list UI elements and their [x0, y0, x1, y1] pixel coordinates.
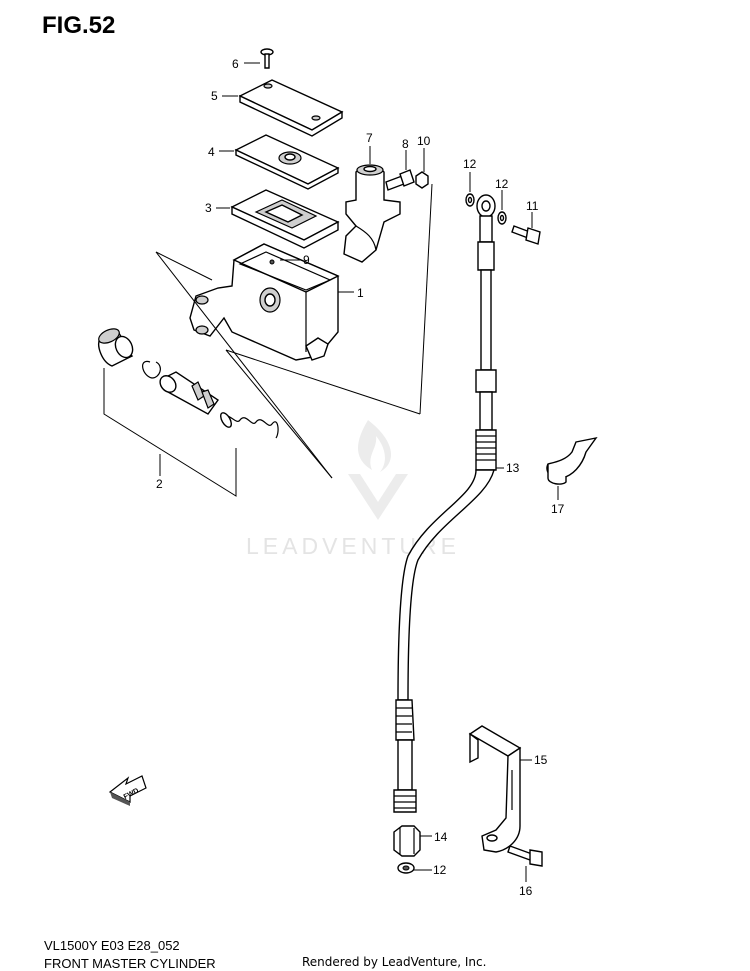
callout-17: 17: [551, 502, 565, 516]
bolt-part-16[interactable]: [507, 845, 543, 867]
washer-part-12-lower[interactable]: [397, 862, 415, 874]
callout-15: 15: [534, 753, 548, 767]
callout-6: 6: [232, 57, 239, 71]
callout-5: 5: [211, 89, 218, 103]
callout-7: 7: [366, 131, 373, 145]
leadventure-watermark: LEADVENTURE: [246, 420, 456, 559]
footer-model-code: VL1500Y E03 E28_052: [44, 938, 180, 953]
nut-part-10[interactable]: [415, 171, 429, 189]
callout-12-lower: 12: [433, 863, 447, 877]
figure-title: FIG.52: [42, 12, 116, 39]
piston-part-2[interactable]: [157, 371, 219, 415]
union-nut-part-14[interactable]: [393, 825, 421, 857]
holder-part-7[interactable]: [343, 164, 401, 263]
callout-11: 11: [526, 199, 539, 213]
bolt-part-8[interactable]: [385, 169, 415, 191]
forward-direction-arrow: FWD: [108, 775, 147, 806]
washer-part-12-upper-left[interactable]: [465, 193, 475, 207]
reservoir-cap-part-5[interactable]: [238, 79, 344, 137]
callout-16: 16: [519, 884, 533, 898]
diaphragm-part-3[interactable]: [230, 189, 340, 249]
brake-hose-part-13[interactable]: [393, 194, 497, 813]
callout-9: 9: [303, 253, 310, 267]
clamp-part-17[interactable]: [546, 436, 598, 485]
hose-bracket-part-15[interactable]: [468, 725, 522, 853]
callout-1: 1: [357, 286, 364, 300]
callout-14: 14: [434, 830, 448, 844]
diaphragm-plate-part-4[interactable]: [234, 134, 340, 190]
master-cylinder-body-part-1[interactable]: [189, 243, 340, 361]
washer-part-12-upper-right[interactable]: [497, 211, 507, 225]
banjo-bolt-part-11[interactable]: [511, 225, 541, 245]
piston-cup-part-2[interactable]: [96, 326, 135, 367]
callout-12-upper-left: 12: [463, 157, 477, 171]
screw-part-6[interactable]: [260, 48, 274, 69]
callout-13: 13: [506, 461, 520, 475]
footer-rendered-by: Rendered by LeadVenture, Inc.: [302, 955, 487, 969]
circlip-part-2[interactable]: [142, 360, 161, 379]
spring-part-2[interactable]: [219, 411, 279, 439]
callout-12-upper-right: 12: [495, 177, 509, 191]
callout-2: 2: [156, 477, 163, 491]
callout-3: 3: [205, 201, 212, 215]
callout-4: 4: [208, 145, 215, 159]
callout-10: 10: [417, 134, 431, 148]
footer-diagram-name: FRONT MASTER CYLINDER: [44, 956, 216, 971]
callout-8: 8: [402, 137, 409, 151]
